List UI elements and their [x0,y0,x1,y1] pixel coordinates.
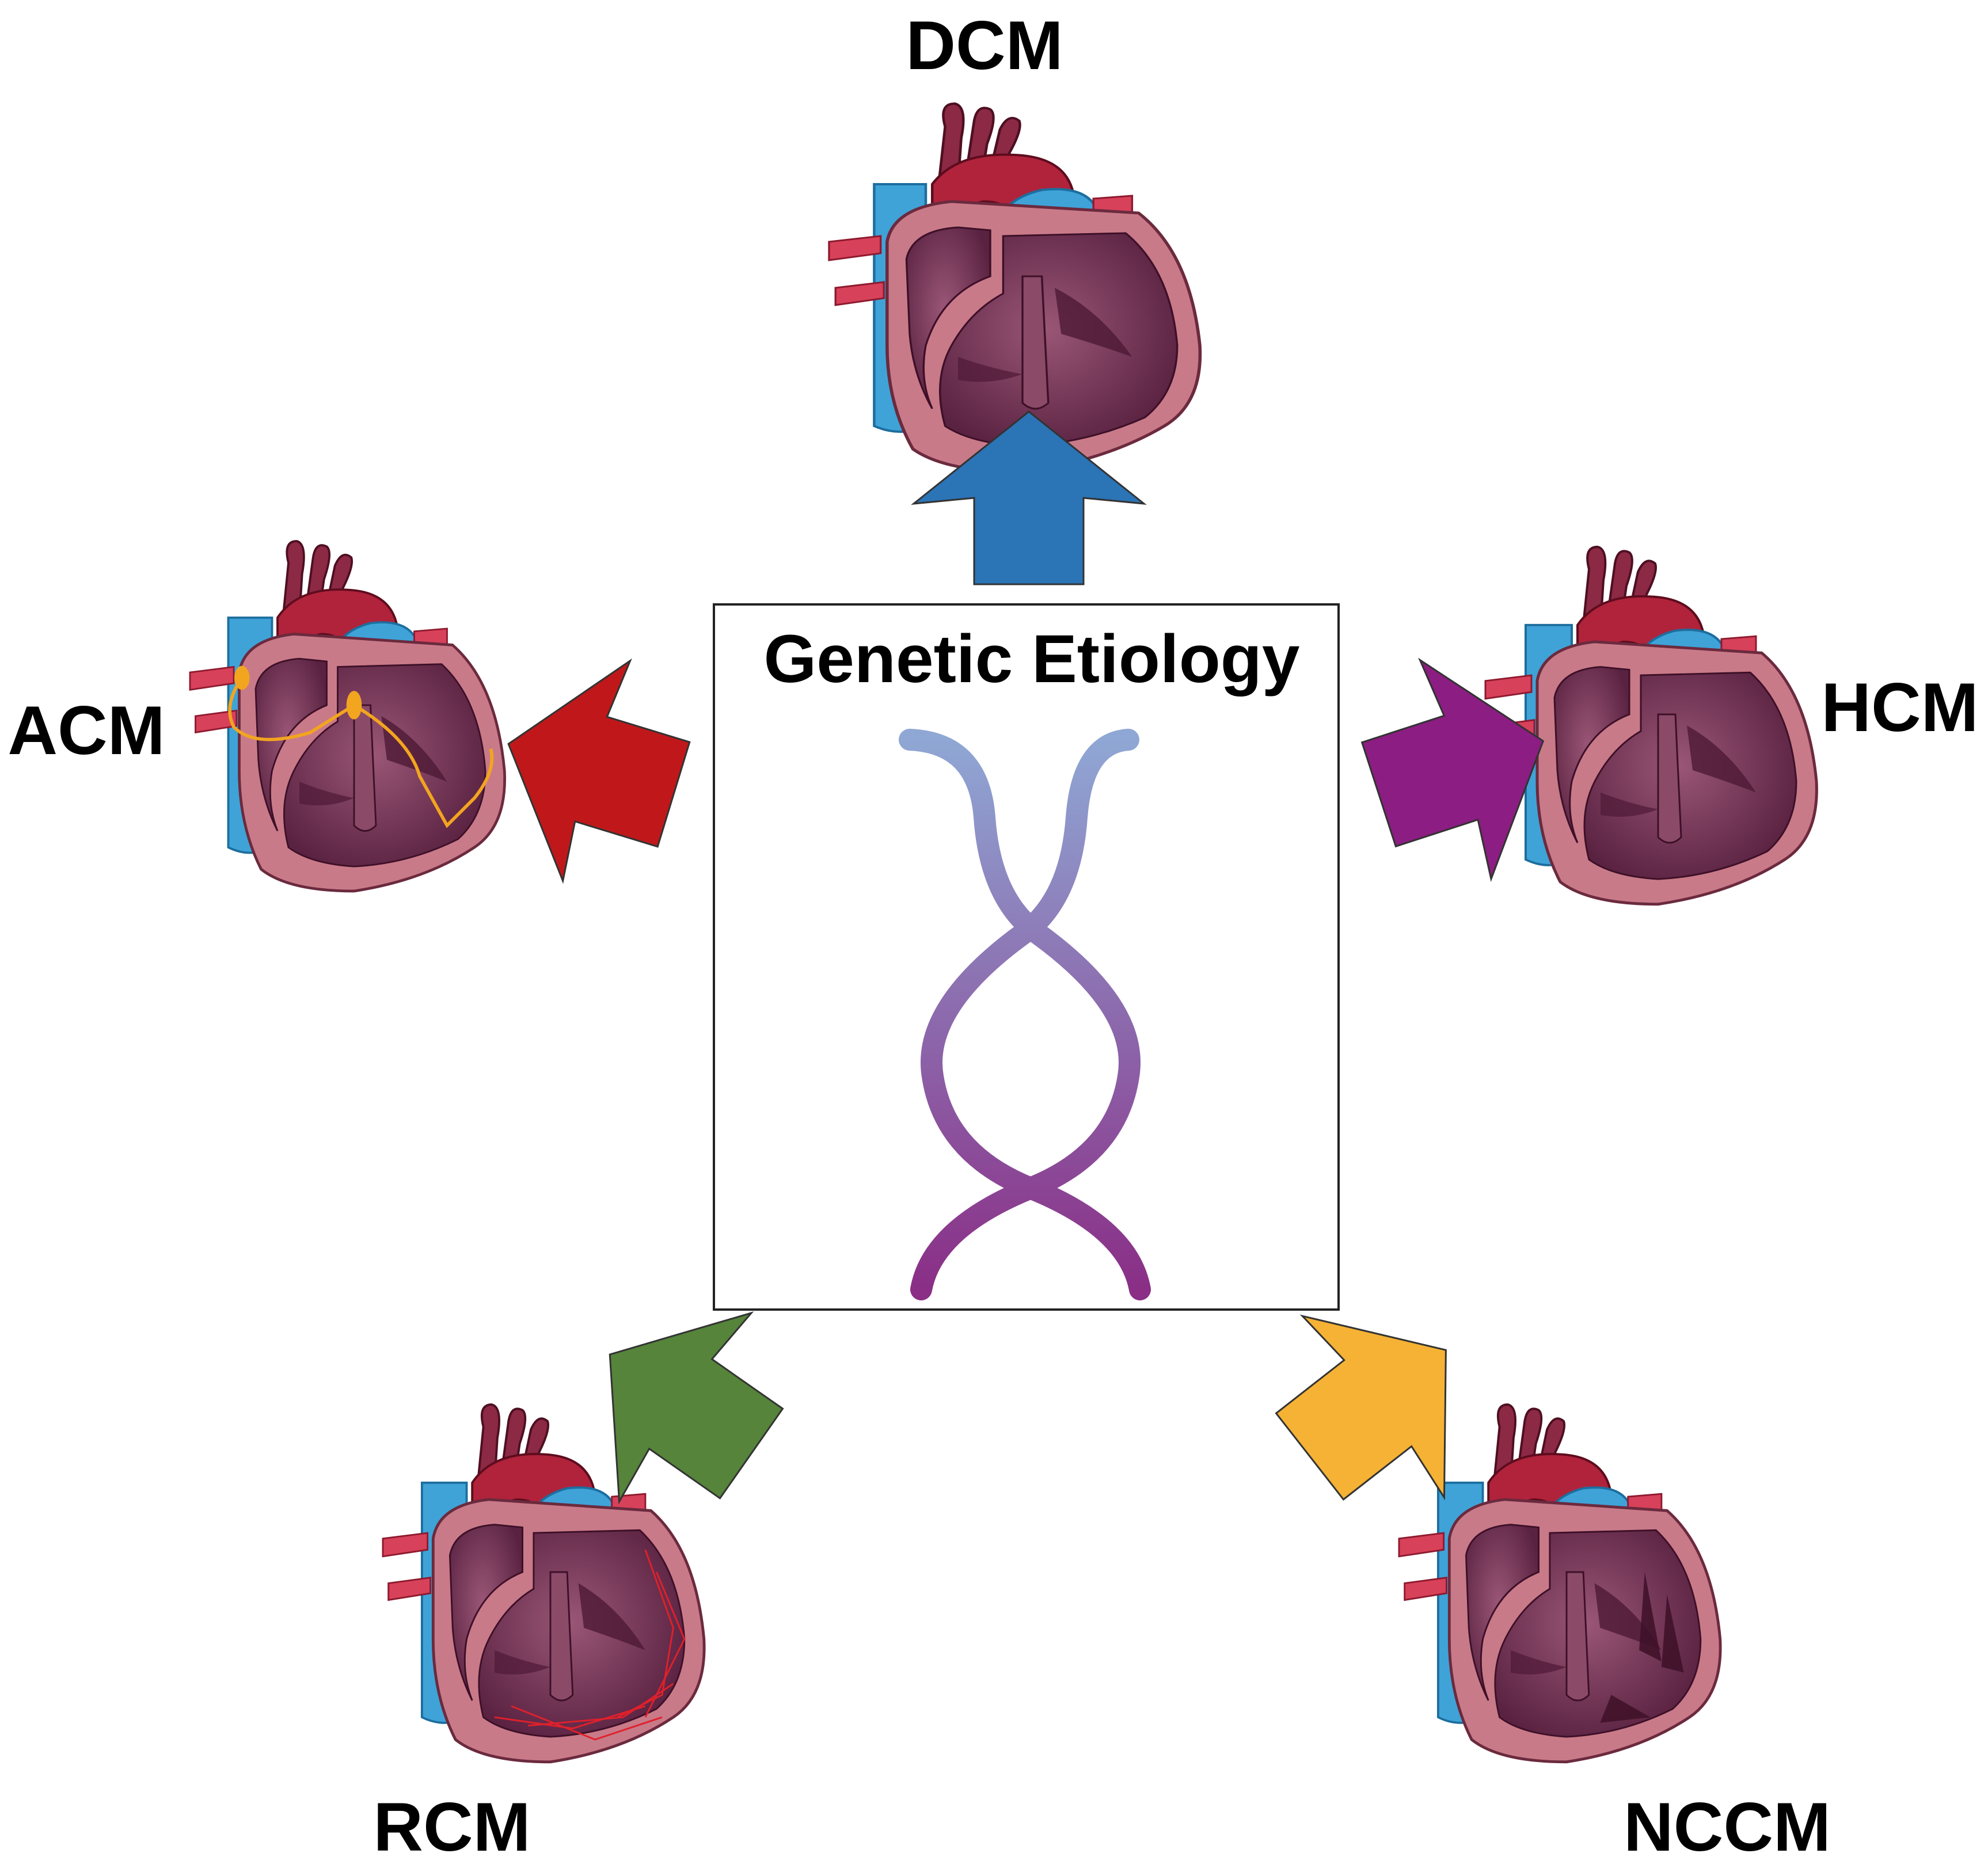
center-title: Genetic Etiology [763,621,1299,697]
arrow-to-acm [474,633,708,905]
heart-hcm [1485,547,1816,904]
trabeculation [1600,1572,1684,1723]
fibrosis-lines [494,1549,686,1741]
label-dcm: DCM [906,7,1063,84]
label-hcm: HCM [1821,669,1978,746]
center-panel: Genetic Etiology [713,603,1340,1311]
dna-double-helix-icon [899,729,1151,1300]
label-rcm: RCM [373,1789,530,1866]
heart-nccm [1399,1405,1720,1762]
label-nccm: NCCM [1624,1789,1831,1866]
heart-acm [190,541,505,891]
heart-dcm [829,104,1200,472]
label-acm: ACM [7,692,165,769]
heart-rcm [383,1405,704,1762]
